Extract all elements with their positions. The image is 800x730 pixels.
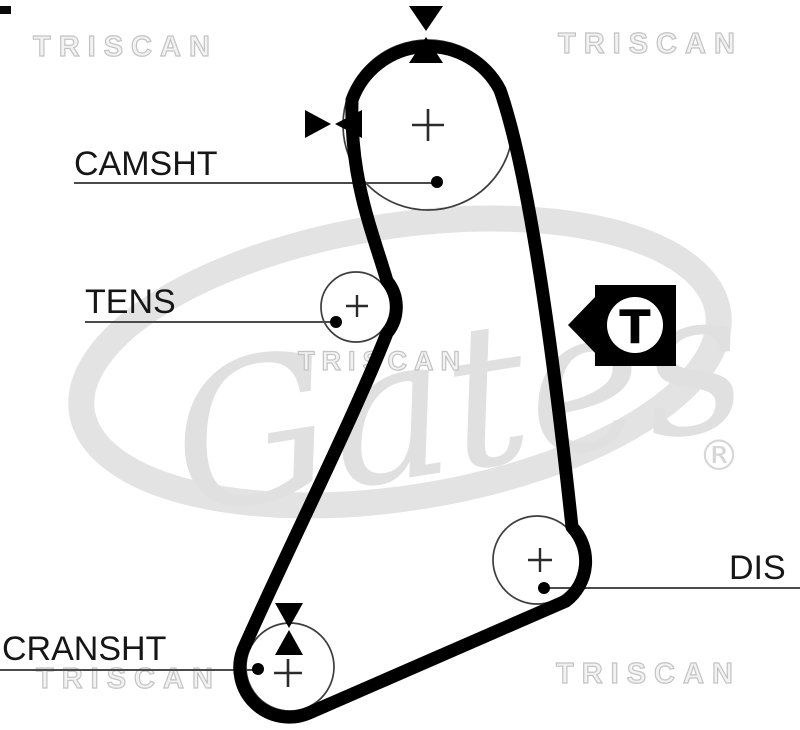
tension-marker-circle	[607, 297, 663, 353]
crankshaft-timing-mark-icon	[275, 603, 303, 655]
distributor-center-cross	[528, 548, 552, 572]
tension-marker: T	[568, 285, 676, 366]
watermark-triscan-top-left: TRISCAN	[32, 30, 218, 63]
camshaft-left-timing-mark-icon	[305, 110, 362, 138]
tension-marker-letter: T	[619, 300, 651, 354]
watermark-triscan-bottom-right: TRISCAN	[555, 657, 741, 690]
tensioner-leader-dot	[330, 316, 342, 328]
watermark-triscan-bottom-left: TRISCAN	[35, 662, 221, 695]
label-camshaft: CAMSHT	[74, 145, 218, 183]
crankshaft-leader-dot	[252, 663, 264, 675]
crankshaft-center-cross	[274, 659, 302, 687]
registered-trademark-icon: ®	[698, 431, 740, 480]
watermark-triscan-top-right: TRISCAN	[557, 27, 743, 60]
gates-swoosh	[68, 205, 732, 519]
label-tensioner: TENS	[85, 283, 176, 321]
camshaft-center-cross	[412, 109, 444, 141]
timing-belt	[233, 40, 593, 724]
tension-marker-arrow-icon	[568, 295, 597, 355]
label-distributor: DIS	[729, 549, 786, 587]
distributor-leader-dot	[538, 582, 550, 594]
camshaft-leader-dot	[431, 176, 443, 188]
label-crankshaft: CRANSHT	[2, 630, 167, 668]
edge-mark	[0, 6, 11, 14]
tensioner-center-cross	[346, 295, 368, 317]
camshaft-top-timing-mark-icon	[409, 6, 443, 63]
